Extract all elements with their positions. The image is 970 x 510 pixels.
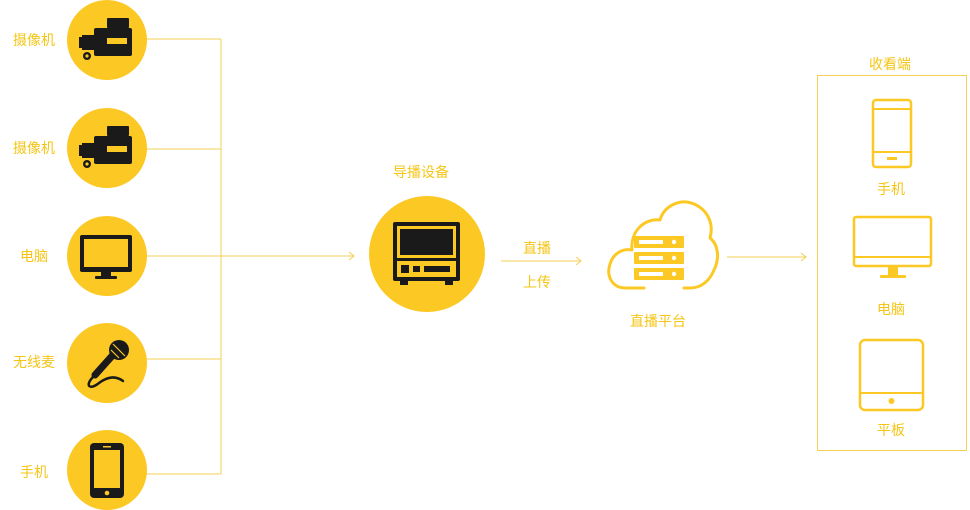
source-label-4: 无线麦 [13,355,55,371]
arrow-to-platform [575,256,582,266]
source-label-3: 电脑 [20,249,48,265]
viewer-label-phone: 手机 [877,182,905,198]
monitor-icon [80,235,132,279]
source-node-5[interactable] [67,430,147,510]
viewer-label-tablet: 平板 [877,423,905,439]
phone-outline-icon[interactable] [870,98,914,170]
source-label-5: 手机 [20,465,48,481]
video-camera-icon [79,18,132,60]
source-label-1: 摄像机 [13,33,55,49]
viewer-label-computer: 电脑 [877,302,905,318]
arrow-to-director [348,251,355,261]
switcher-device-icon [393,222,460,285]
director-label: 导播设备 [393,165,449,181]
arrow-to-viewers [800,252,807,262]
platform-label: 直播平台 [630,314,686,330]
link-label-live: 直播 [523,241,551,257]
source-node-4[interactable] [67,323,147,403]
cloud-server-icon[interactable] [604,196,720,292]
viewers-panel [817,75,967,451]
phone-icon [90,443,124,498]
link-label-upload: 上传 [523,275,551,291]
video-camera-icon [79,126,132,168]
director-node[interactable] [369,196,485,312]
source-node-1[interactable] [67,0,147,80]
source-node-3[interactable] [67,216,147,296]
monitor-outline-icon[interactable] [852,215,934,281]
tablet-outline-icon[interactable] [858,338,926,412]
microphone-icon [87,340,129,388]
viewers-title: 收看端 [869,57,911,73]
source-label-2: 摄像机 [13,141,55,157]
source-node-2[interactable] [67,108,147,188]
